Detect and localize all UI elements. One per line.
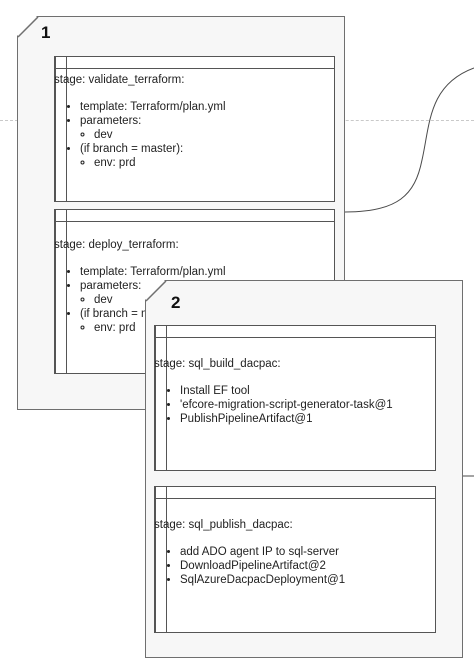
list-item: Install EF tool bbox=[180, 384, 431, 398]
stage-item-list: template: Terraform/plan.yml parameters:… bbox=[55, 100, 330, 170]
stage-title: stage: deploy_terraform: bbox=[54, 239, 179, 251]
sub-list-item: env: prd bbox=[94, 321, 330, 335]
list-item: parameters: dev bbox=[80, 279, 330, 307]
stage-box-validate-terraform[interactable]: stage: validate_terraform: template: Ter… bbox=[54, 56, 335, 202]
stage-item-list: Install EF tool 'efcore-migration-script… bbox=[155, 384, 431, 426]
sub-list-item: dev bbox=[94, 293, 330, 307]
sub-list-item: dev bbox=[94, 128, 330, 142]
card-2-corner bbox=[146, 281, 167, 302]
card-1-corner bbox=[18, 17, 39, 38]
stage-item-list: add ADO agent IP to sql-server DownloadP… bbox=[155, 545, 431, 587]
stage-title: stage: sql_publish_dacpac: bbox=[154, 519, 293, 531]
card-2[interactable]: 2 stage: sql_build_dacpac: Install EF to… bbox=[145, 280, 463, 658]
list-item: 'efcore-migration-script-generator-task@… bbox=[180, 398, 431, 412]
sub-list-item: env: prd bbox=[94, 156, 330, 170]
list-item: add ADO agent IP to sql-server bbox=[180, 545, 431, 559]
list-item: parameters: dev bbox=[80, 114, 330, 142]
card-number: 2 bbox=[171, 293, 181, 312]
stage-title: stage: sql_build_dacpac: bbox=[154, 358, 281, 370]
list-item: DownloadPipelineArtifact@2 bbox=[180, 559, 431, 573]
list-item: template: Terraform/plan.yml bbox=[80, 265, 330, 279]
list-item: template: Terraform/plan.yml bbox=[80, 100, 330, 114]
list-item: (if branch = master): env: prd bbox=[80, 142, 330, 170]
connector-card1-to-right bbox=[344, 67, 474, 213]
stage-title: stage: validate_terraform: bbox=[54, 74, 185, 86]
card-number: 1 bbox=[41, 23, 51, 42]
list-item: PublishPipelineArtifact@1 bbox=[180, 412, 431, 426]
stage-box-sql-build-dacpac[interactable]: stage: sql_build_dacpac: Install EF tool… bbox=[154, 325, 436, 471]
stage-box-sql-publish-dacpac[interactable]: stage: sql_publish_dacpac: add ADO agent… bbox=[154, 486, 436, 633]
list-item: SqlAzureDacpacDeployment@1 bbox=[180, 573, 431, 587]
